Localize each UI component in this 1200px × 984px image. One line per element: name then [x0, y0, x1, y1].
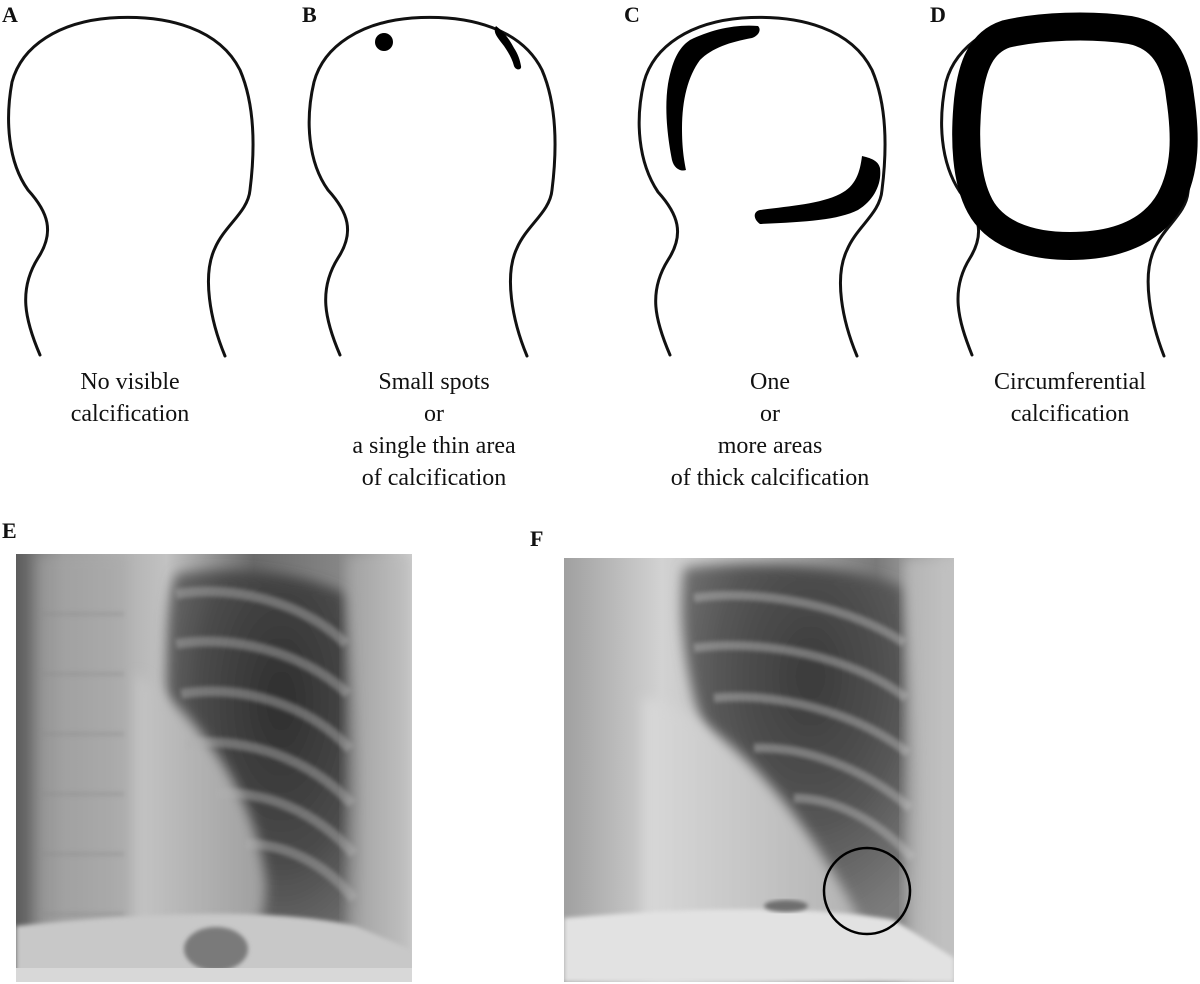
chest-wall — [346, 554, 412, 982]
heart-outline-thick-calcification — [637, 15, 887, 358]
thick-calcification-area-lower — [754, 156, 881, 224]
circumferential-calcification-ring — [952, 12, 1198, 260]
caption-d-line-1: Circumferential — [994, 369, 1146, 395]
caption-c: One or more areas of thick calcification — [640, 366, 900, 494]
heart-outline-circumferential — [940, 12, 1198, 358]
panel-label-c: C — [624, 2, 640, 27]
vertebrae — [40, 612, 124, 916]
caption-a-line-1: No visible — [80, 369, 180, 395]
gastric-air — [764, 900, 808, 912]
caption-a-line-2: calcification — [70, 401, 190, 427]
chest-wall — [904, 558, 954, 982]
calcification-marker-circle — [822, 846, 912, 936]
ribs — [693, 590, 916, 862]
caption-b-line-4: of calcification — [361, 465, 507, 491]
heart-outline-small-spots — [307, 15, 557, 358]
cardiac-silhouette — [644, 698, 864, 928]
panel-label-e: E — [2, 518, 17, 543]
caption-d-line-2: calcification — [1010, 401, 1130, 427]
chest-radiograph-f — [564, 558, 954, 982]
panel-label-a: A — [2, 2, 18, 27]
film-edge — [16, 968, 412, 982]
caption-b-line-2: or — [424, 401, 444, 427]
gastric-bubble — [184, 927, 248, 971]
thick-calcification-area-upper — [666, 25, 760, 171]
heart-outline-no-calcification — [7, 15, 255, 358]
caption-b: Small spots or a single thin area of cal… — [304, 366, 564, 494]
ribs — [175, 586, 358, 903]
calcification-spot — [375, 33, 393, 51]
heart-silhouette — [307, 15, 557, 358]
thin-calcification-area — [494, 26, 522, 70]
caption-c-line-4: of thick calcification — [670, 465, 870, 491]
caption-d: Circumferential calcification — [940, 366, 1200, 430]
panel-label-f: F — [530, 526, 544, 551]
heart-silhouette — [7, 15, 255, 358]
heart-silhouette — [637, 15, 887, 358]
cardiac-silhouette — [136, 674, 266, 944]
diaphragm — [564, 909, 954, 982]
caption-b-line-3: a single thin area — [352, 433, 516, 459]
caption-b-line-1: Small spots — [378, 369, 490, 395]
caption-c-line-1: One — [750, 369, 790, 395]
chest-radiograph-e — [16, 554, 412, 982]
caption-c-line-2: or — [760, 401, 780, 427]
caption-c-line-3: more areas — [717, 433, 823, 459]
caption-a: No visible calcification — [0, 366, 260, 430]
panel-label-d: D — [930, 2, 946, 27]
panel-label-b: B — [302, 2, 317, 27]
spine-shadow — [36, 554, 126, 982]
